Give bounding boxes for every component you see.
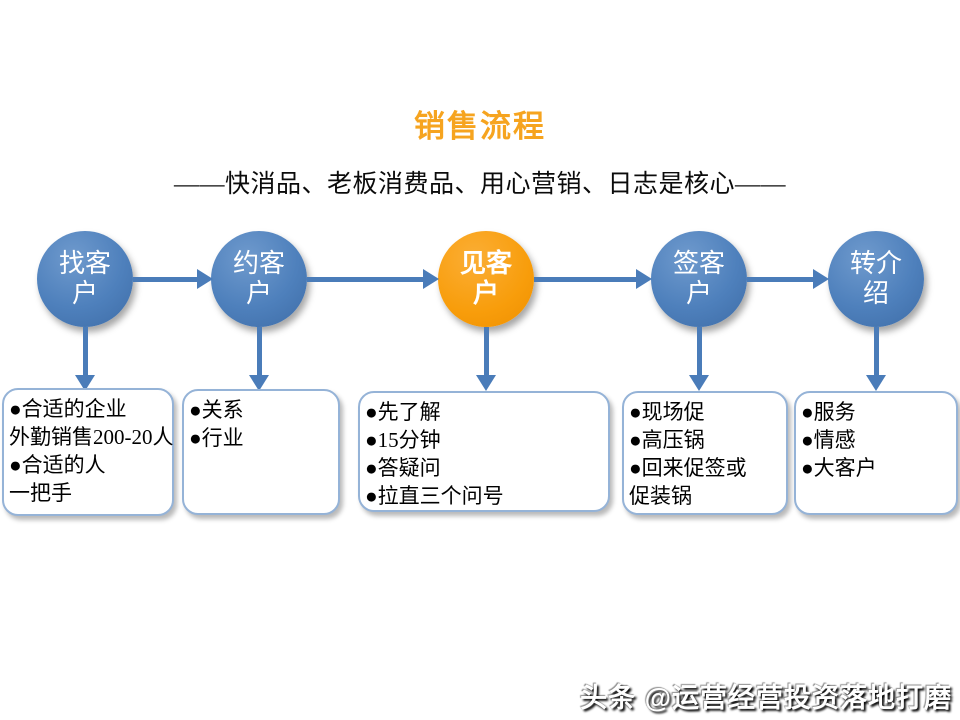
arrow-right-icon [534,269,652,290]
detail-box-book-customer: ●关系 ●行业 [182,389,340,515]
circle-label-line: 户 [685,279,712,308]
circle-label-line: 绍 [862,279,889,308]
circle-label-line: 见客 [459,249,512,278]
arrow-head [197,269,213,289]
step-circle-find-customer: 找客 户 [37,231,133,327]
arrow-stem [484,327,489,377]
detail-line: ●行业 [189,426,244,450]
detail-line: ●情感 [801,428,856,452]
arrow-stem [874,327,879,377]
arrow-right-icon [747,269,829,290]
arrow-stem [257,327,262,377]
arrow-down-icon [476,327,497,391]
arrow-stem [133,277,198,282]
detail-line: ●高压锅 [629,428,705,452]
step-circle-referral: 转介 绍 [828,231,924,327]
detail-line: ●大客户 [801,456,877,480]
detail-line: ●服务 [801,400,856,424]
step-circle-sign-customer: 签客 户 [651,231,747,327]
detail-line: ●合适的人 [9,453,106,477]
detail-line: ●合适的企业 [9,397,127,421]
page-title: 销售流程 [414,109,546,144]
detail-line: 外勤销售200-20人 [9,425,174,449]
detail-line: ●关系 [189,398,244,422]
step-circle-meet-customer: 见客 户 [438,231,534,327]
subtitle: ——快消品、老板消费品、用心营销、日志是核心—— [173,171,786,198]
arrow-head [636,269,652,289]
arrow-head [689,375,709,391]
arrow-head [249,375,269,391]
arrow-head [813,269,829,289]
arrow-head [423,269,439,289]
detail-line: ●回来促签或 [629,456,747,480]
detail-box-find-customer: ●合适的企业 外勤销售200-20人 ●合适的人 一把手 [2,388,174,516]
arrow-stem [534,277,637,282]
circle-label-line: 找客 [58,249,111,278]
arrow-down-icon [75,327,96,391]
detail-line: ●先了解 [365,400,441,424]
circle-label-line: 户 [71,279,98,308]
arrow-stem [697,327,702,377]
circle-label-line: 户 [472,279,499,308]
detail-line: ●拉直三个问号 [365,484,504,508]
circle-label-line: 转介 [849,249,902,278]
arrow-down-icon [689,327,710,391]
detail-box-sign-customer: ●现场促 ●高压锅 ●回来促签或 促装锅 [622,391,788,515]
circle-label-line: 签客 [672,249,725,278]
arrow-right-icon [307,269,439,290]
arrow-right-icon [133,269,213,290]
circle-label-line: 户 [245,279,272,308]
watermark: 头条 @运营经营投资落地打磨 [580,683,952,713]
detail-box-referral: ●服务 ●情感 ●大客户 [794,391,958,515]
arrow-head [866,375,886,391]
detail-line: ●现场促 [629,400,705,424]
detail-line: ●答疑问 [365,456,441,480]
detail-line: 一把手 [9,481,72,505]
arrow-down-icon [249,327,270,391]
arrow-stem [307,277,424,282]
circle-label-line: 约客 [232,249,285,278]
arrow-stem [747,277,814,282]
arrow-head [75,375,95,391]
detail-box-meet-customer: ●先了解 ●15分钟 ●答疑问 ●拉直三个问号 [358,391,610,512]
step-circle-book-customer: 约客 户 [211,231,307,327]
arrow-stem [83,327,88,377]
arrow-down-icon [866,327,887,391]
detail-line: ●15分钟 [365,428,441,452]
detail-line: 促装锅 [629,484,692,508]
arrow-head [476,375,496,391]
